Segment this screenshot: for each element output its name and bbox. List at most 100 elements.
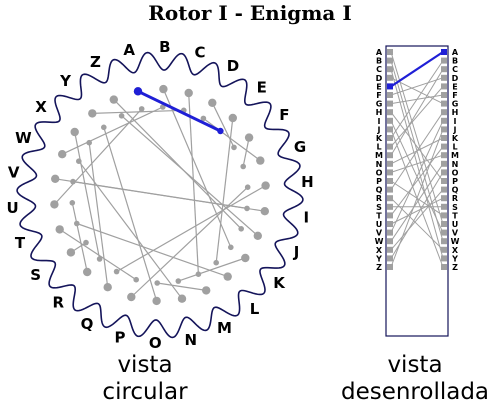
circular-inner-contact-v [70,178,76,185]
unrolled-right-contact-x [441,246,447,253]
circular-wire-v [55,178,248,209]
circular-wire-r [71,202,88,273]
circular-inner-contact-t [74,220,80,227]
circular-outer-contact-p [127,292,136,302]
circular-outer-contact-r [83,267,92,277]
unrolled-wire-q [390,189,444,251]
unrolled-left-contact-i [387,117,393,124]
caption-unrolled-line2: desenrollada [340,379,490,405]
caption-circular-line1: vista [117,352,173,378]
unrolled-left-contact-h [387,109,393,116]
unrolled-right-contact-i [441,117,447,124]
circular-letter-w: W [15,129,32,147]
unrolled-wire-y [390,69,444,259]
circular-outer-contact-u [50,200,59,209]
circular-inner-contact-u [69,200,76,206]
circular-wire-f [242,137,250,167]
unrolled-right-letter-j: J [453,125,457,134]
unrolled-left-contact-s [387,203,393,210]
unrolled-wire-z [390,129,444,268]
circular-inner-contact-d [200,115,207,122]
unrolled-left-contact-m [387,152,393,159]
circular-letter-m: M [217,319,232,337]
unrolled-right-letter-w: W [451,237,460,246]
circular-letter-j: J [293,243,300,261]
circular-wire-w [61,106,164,155]
unrolled-wire-n [390,163,444,242]
unrolled-right-contact-t [441,212,447,219]
unrolled-left-contact-g [387,100,393,107]
unrolled-left-contact-a [387,49,393,55]
unrolled-left-letter-d: D [376,74,383,83]
circular-highlight-in [133,87,143,96]
unrolled-right-contact-z [441,264,447,270]
caption-unrolled-line1: vista [387,352,443,378]
unrolled-right-contact-u [441,221,447,227]
circular-wire-h [116,185,266,273]
circular-letter-u: U [7,199,19,217]
circular-letter-x: X [35,98,47,116]
unrolled-right-letter-i: I [454,117,457,126]
circular-outer-contact-j [253,231,262,240]
circular-letter-i: I [304,209,310,227]
unrolled-left-contact-y [387,255,393,262]
unrolled-left-letter-l: L [376,143,381,152]
caption-unrolled: vista desenrollada [330,352,500,406]
circular-inner-contact-y [101,124,107,131]
unrolled-right-letter-p: P [452,177,458,186]
circular-inner-contact-l [213,259,219,266]
circular-outer-contact-m [202,286,211,295]
circular-letter-r: R [53,294,65,312]
unrolled-left-letter-g: G [376,100,383,109]
unrolled-left-letter-w: W [375,237,384,246]
unrolled-right-contact-k [441,135,447,141]
circular-wire-l [76,222,228,278]
unrolled-left-letter-o: O [376,168,383,177]
unrolled-right-letter-t: T [452,211,458,220]
unrolled-right-letter-v: V [452,229,459,238]
circular-outer-contact-d [208,98,217,108]
circular-outer-contact-c [184,88,193,98]
circular-letter-b: B [159,38,170,56]
circular-wire-p [130,186,249,298]
circular-outer-contact-g [256,156,265,165]
circular-wire-y [92,109,184,114]
circular-wire-z [113,99,242,230]
circular-letter-z: Z [90,53,101,71]
circular-inner-contact-j [238,226,244,232]
unrolled-right-contact-m [441,152,447,159]
circular-letter-q: Q [81,315,94,333]
unrolled-right-letter-g: G [452,100,459,109]
circular-wire-q [88,142,109,288]
unrolled-right-contact-y [441,255,447,262]
unrolled-left-contact-u [387,221,393,227]
circular-inner-contact-m [195,271,202,278]
circular-outer-contact-t [55,225,64,234]
unrolled-right-contact-j [441,126,447,133]
unrolled-left-letter-a: A [376,48,383,57]
unrolled-right-contact-e [441,83,447,90]
circular-inner-contact-r [96,256,103,262]
unrolled-right-letter-k: K [452,134,459,143]
circular-inner-contact-a [138,106,145,112]
circular-inner-contact-w [76,158,82,164]
circular-letter-o: O [149,334,162,352]
circular-inner-contact-n [175,278,182,284]
circular-outer-contact-y [88,109,97,118]
circular-wire-g [203,117,261,162]
unrolled-right-contact-v [441,229,447,236]
diagram-title: Rotor I - Enigma I [148,1,352,25]
unrolled-left-contact-p [387,178,393,184]
circular-letter-p: P [115,329,126,347]
unrolled-right-letter-r: R [452,194,458,203]
circular-inner-contact-k [228,244,234,251]
unrolled-right-letter-y: Y [451,254,458,263]
circular-wire-t [59,228,137,281]
circular-outer-contact-h [261,181,270,190]
unrolled-left-contact-o [387,169,393,176]
unrolled-left-letter-q: Q [376,186,383,195]
unrolled-wire-w [390,60,444,242]
unrolled-wire-c [390,68,444,156]
circular-outer-contact-o [152,296,161,306]
